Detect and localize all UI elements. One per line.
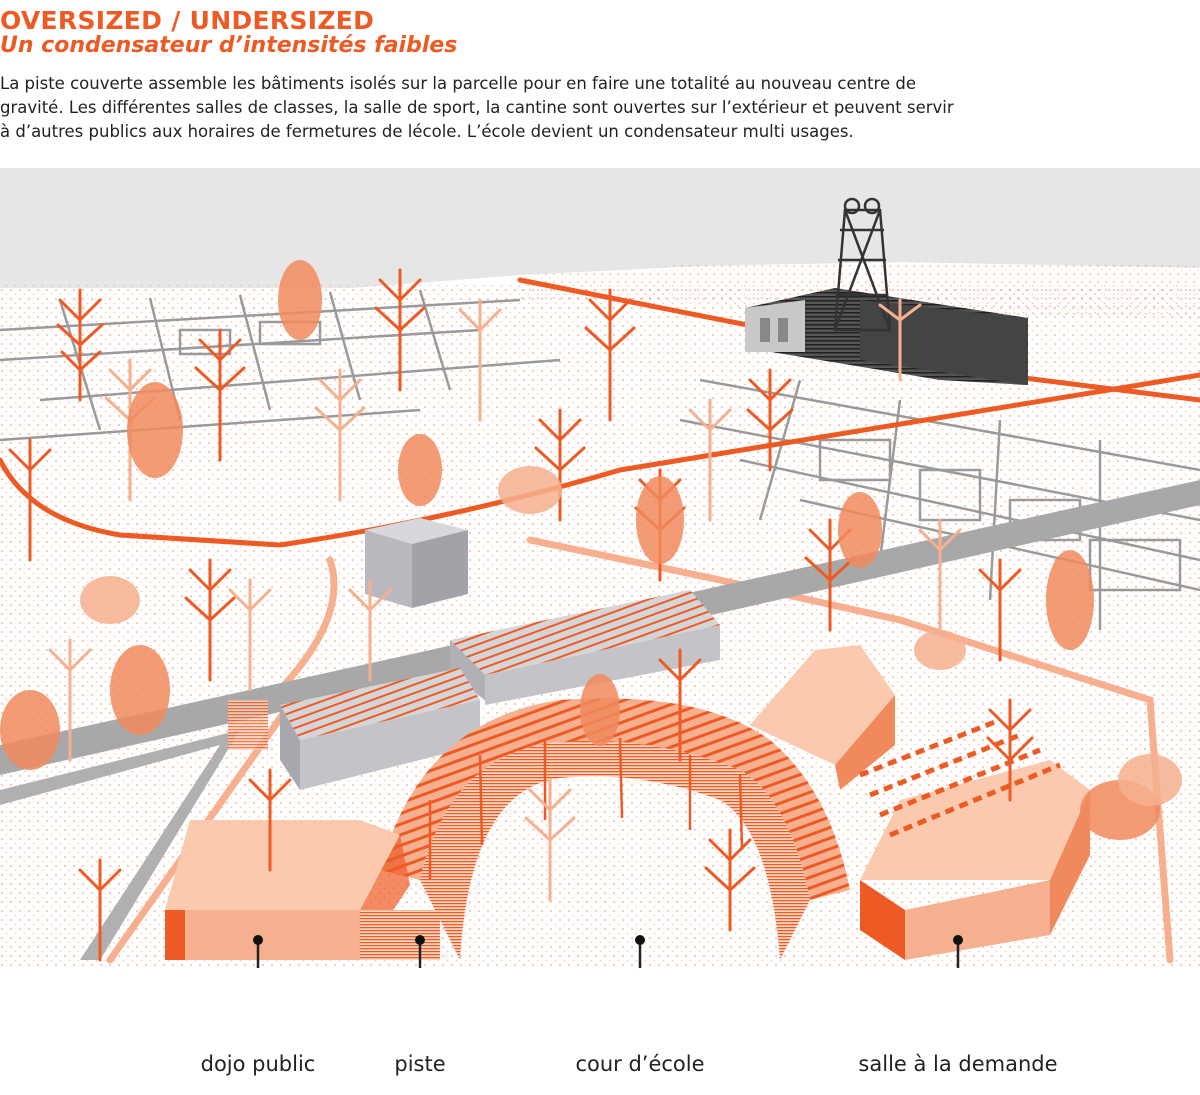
page-title: OVERSIZED / UNDERSIZED [0,6,375,35]
marker-dots [253,935,963,945]
description-paragraph: La piste couverte assemble les bâtiments… [0,74,954,141]
site-axonometric-illustration [0,168,1200,968]
leader-lines [256,940,960,968]
covered-track [380,698,850,960]
urban-grid [0,289,1200,630]
label-cour-ecole: cour d’école [575,1052,705,1076]
label-salle-demande: salle à la demande [858,1052,1058,1076]
upper-pink-building [750,645,895,790]
mine-building [745,197,1028,385]
label-piste: piste [394,1052,446,1076]
dojo-building [165,820,440,960]
salle-building [860,760,1090,960]
trees [0,260,1182,962]
grey-halls [280,590,720,790]
grey-cube [365,518,468,608]
garden-grid [859,717,1061,838]
page-subtitle: Un condensateur d’intensités faibles [0,33,458,58]
headframe-tower [833,197,892,332]
label-dojo-public: dojo public [200,1052,316,1076]
